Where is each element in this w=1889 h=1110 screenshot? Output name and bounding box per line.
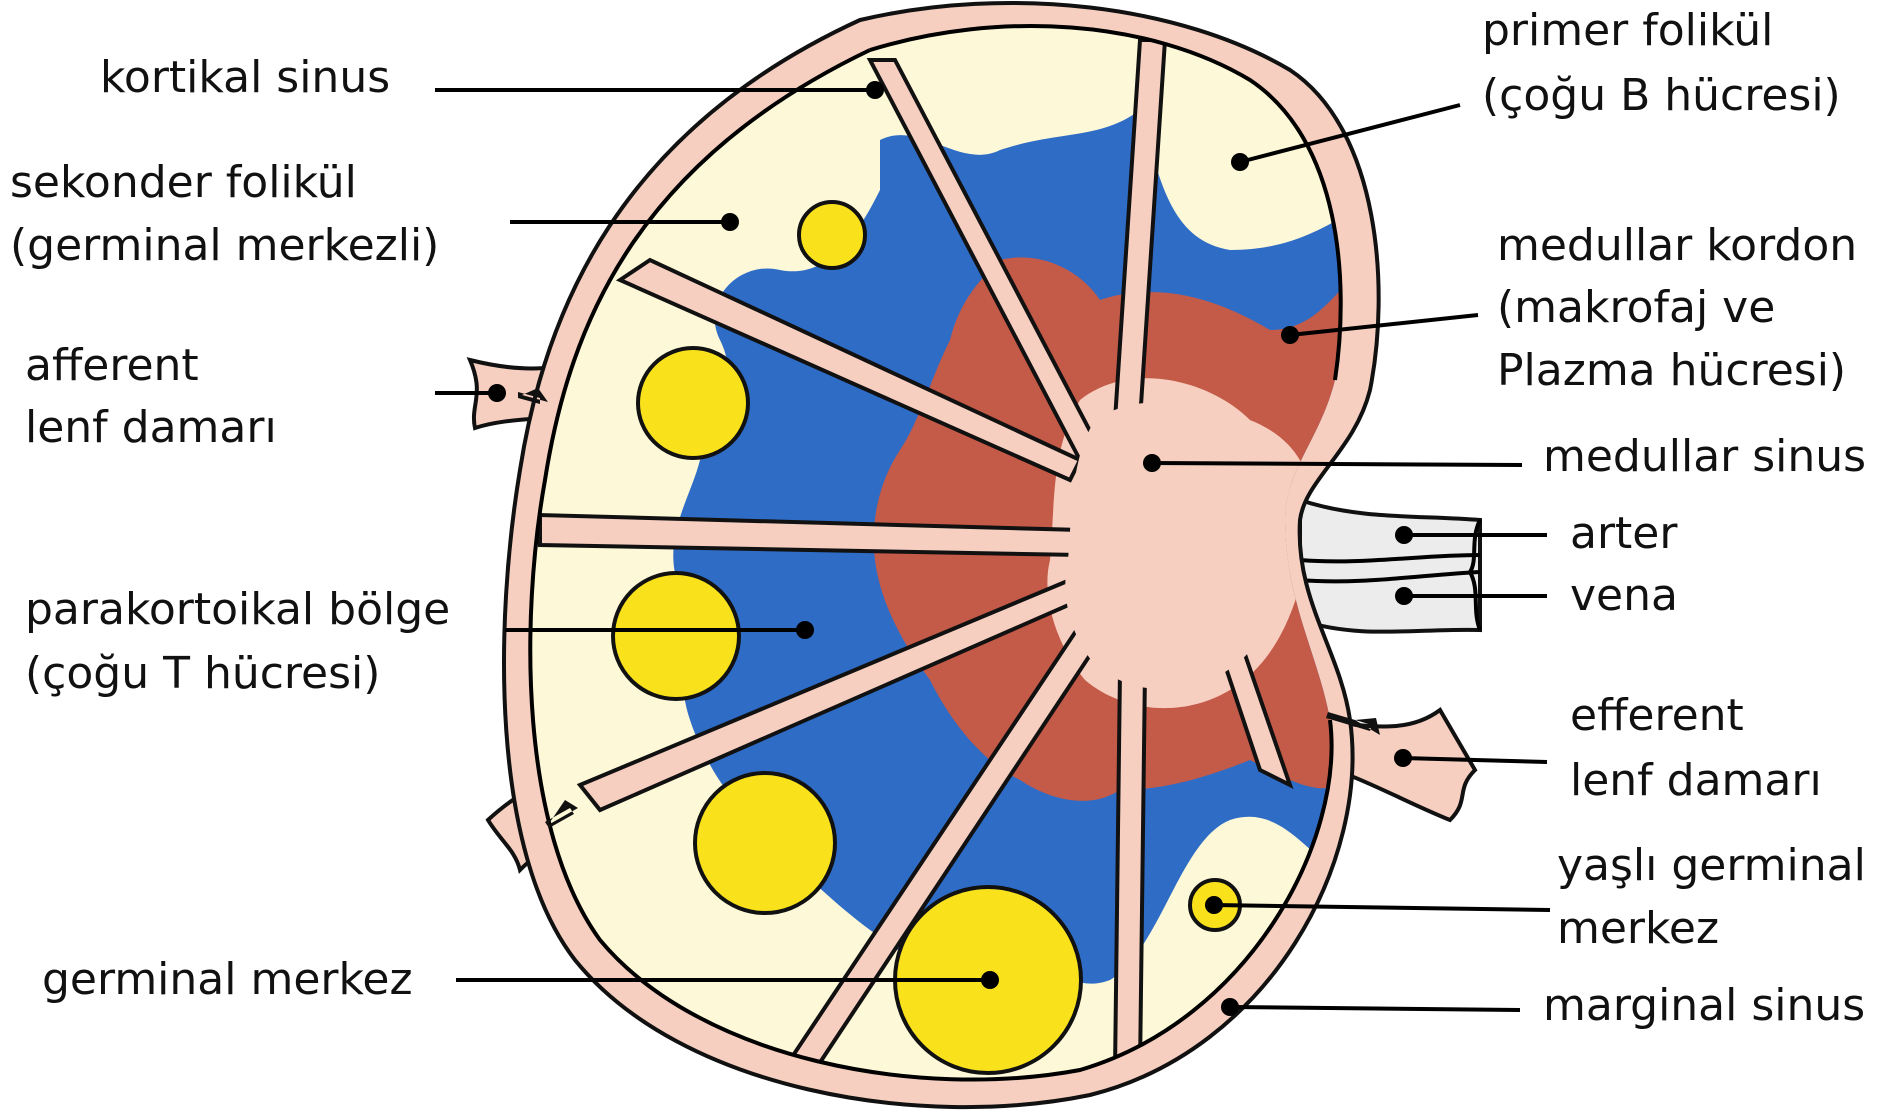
label-vena: vena [1570,570,1678,621]
label-yasli-germinal-2: merkez [1557,903,1719,954]
label-kortikal-sinus: kortikal sinus [100,52,390,103]
germinal-center [799,202,865,268]
hilum-vessels [1300,500,1480,632]
label-parakortikal-1: parakortoikal bölge [25,584,450,635]
label-parakortikal-2: (çoğu T hücresi) [25,648,380,699]
label-primer-folikul-1: primer folikül [1482,5,1773,56]
label-afferent-2: lenf damarı [25,402,277,453]
artery-vein-bundle [1300,500,1480,632]
germinal-center [613,573,739,699]
label-sekonder-folikul-1: sekonder folikül [10,157,357,208]
label-germinal-merkez: germinal merkez [42,954,413,1005]
label-marginal-sinus: marginal sinus [1543,980,1865,1031]
germinal-center [695,773,835,913]
label-sekonder-folikul-2: (germinal merkezli) [10,220,439,271]
label-afferent-1: afferent [25,340,199,391]
label-efferent-1: efferent [1570,690,1744,741]
label-efferent-2: lenf damarı [1570,755,1822,806]
label-medullar-kordon-2: (makrofaj ve [1497,282,1775,333]
label-primer-folikul-2: (çoğu B hücresi) [1482,70,1841,121]
label-medullar-kordon-1: medullar kordon [1497,220,1857,271]
label-yasli-germinal-1: yaşlı germinal [1557,840,1866,891]
germinal-center [638,348,748,458]
label-medullar-kordon-3: Plazma hücresi) [1497,345,1846,396]
label-medullar-sinus: medullar sinus [1543,431,1866,482]
label-arter: arter [1570,508,1678,559]
